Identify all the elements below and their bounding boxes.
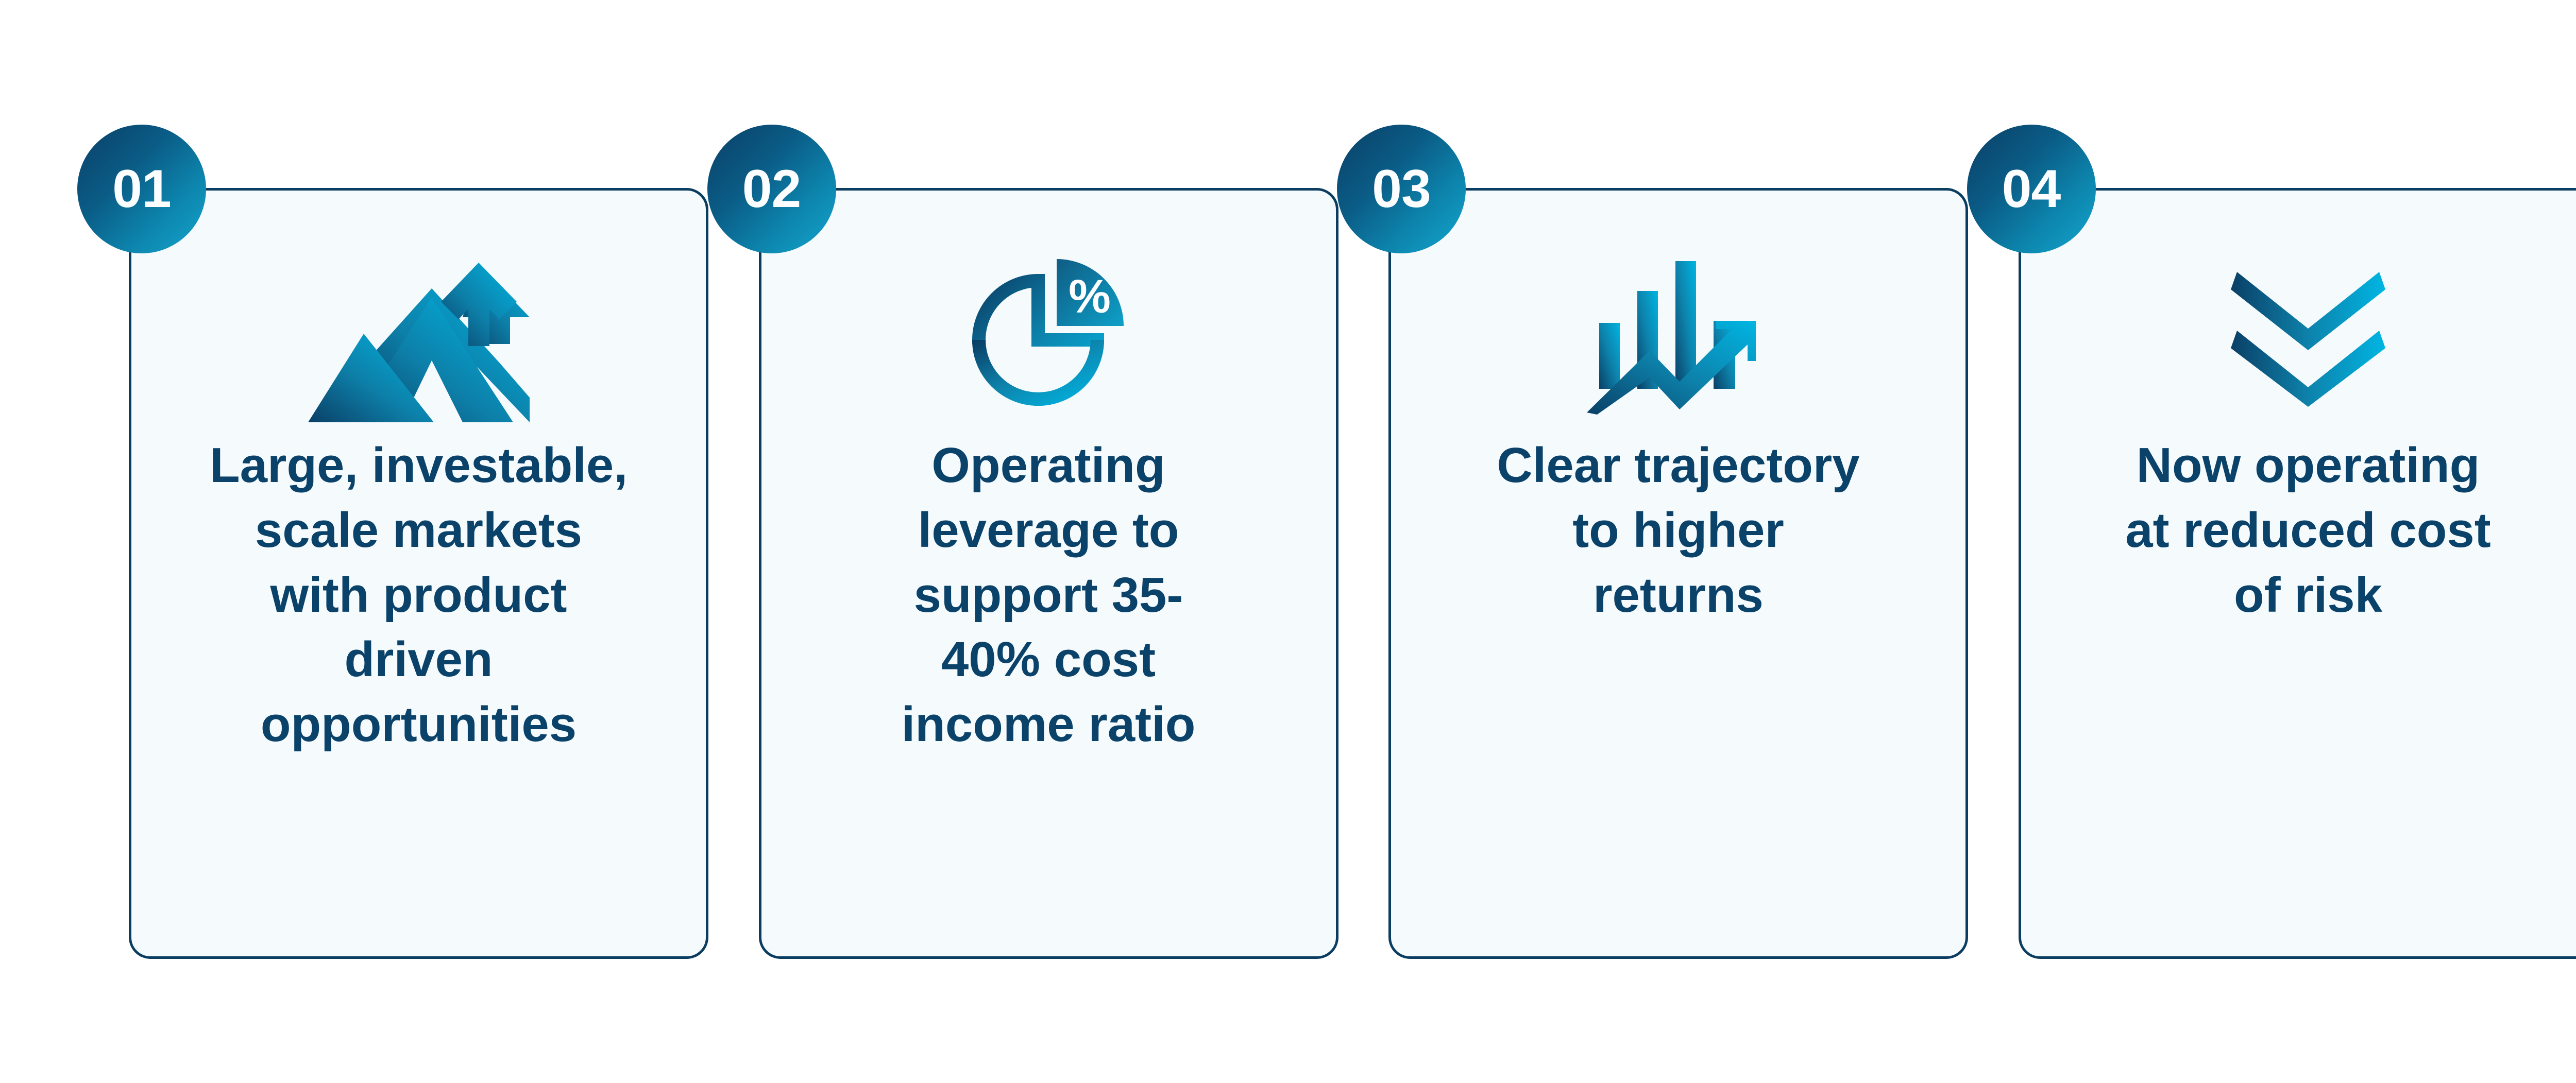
highlight-card-04[interactable]: 04 Now operating at reduced cost of risk	[1967, 125, 2576, 959]
svg-text:%: %	[1069, 270, 1111, 323]
highlight-card-01[interactable]: 01	[77, 125, 708, 959]
step-number-badge-03: 03	[1337, 125, 1466, 253]
step-number-badge-01: 01	[77, 125, 206, 253]
card-description: Now operating at reduced cost of risk	[2125, 438, 2491, 623]
step-number-label: 02	[742, 159, 802, 219]
step-number-badge-04: 04	[1967, 125, 2096, 253]
step-number-label: 01	[112, 159, 172, 219]
step-number-badge-02: 02	[707, 125, 836, 253]
step-number-label: 04	[2002, 159, 2061, 219]
mountain-peaks-up-arrow-icon	[131, 245, 706, 430]
card-description: Large, investable, scale markets with pr…	[210, 438, 628, 752]
highlight-card-03[interactable]: 03	[1337, 125, 1968, 959]
cards-row: 01	[77, 125, 2576, 959]
highlight-card-02[interactable]: 02	[707, 125, 1338, 959]
bar-chart-trend-up-icon	[1391, 245, 1965, 430]
card-description: Clear trajectory to higher returns	[1497, 438, 1860, 623]
step-number-label: 03	[1372, 159, 1431, 219]
double-chevron-down-icon	[2021, 245, 2576, 430]
card-description: Operating leverage to support 35- 40% co…	[901, 438, 1196, 752]
pie-chart-percent-icon: %	[761, 245, 1336, 430]
